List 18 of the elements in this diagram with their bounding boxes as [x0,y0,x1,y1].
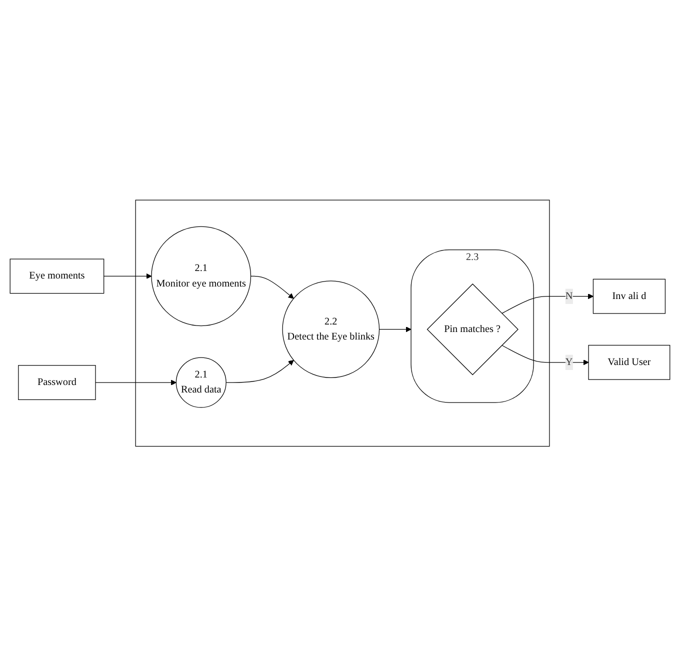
edge-label: Y [565,356,573,368]
node-circle: 2.1 Monitor eye moments [151,226,252,326]
arrow [95,380,176,386]
arrow [378,326,412,332]
arrow [226,360,294,383]
node-circle: 2.1 Read data [176,357,226,408]
node-circle: 2.2 Detect the Eye blinks [282,280,380,378]
node-diamond: Pin matches ? [426,283,518,375]
node-box: Eye moments [10,258,104,294]
arrow [502,293,594,314]
edge-label: N [565,290,573,302]
arrow [104,273,152,279]
node-box: Inv ali d [592,278,666,314]
cluster [135,200,550,446]
node-box: Valid User [588,344,670,380]
arrow [502,344,589,365]
arrow [250,276,294,299]
node-box: Password [18,364,96,400]
